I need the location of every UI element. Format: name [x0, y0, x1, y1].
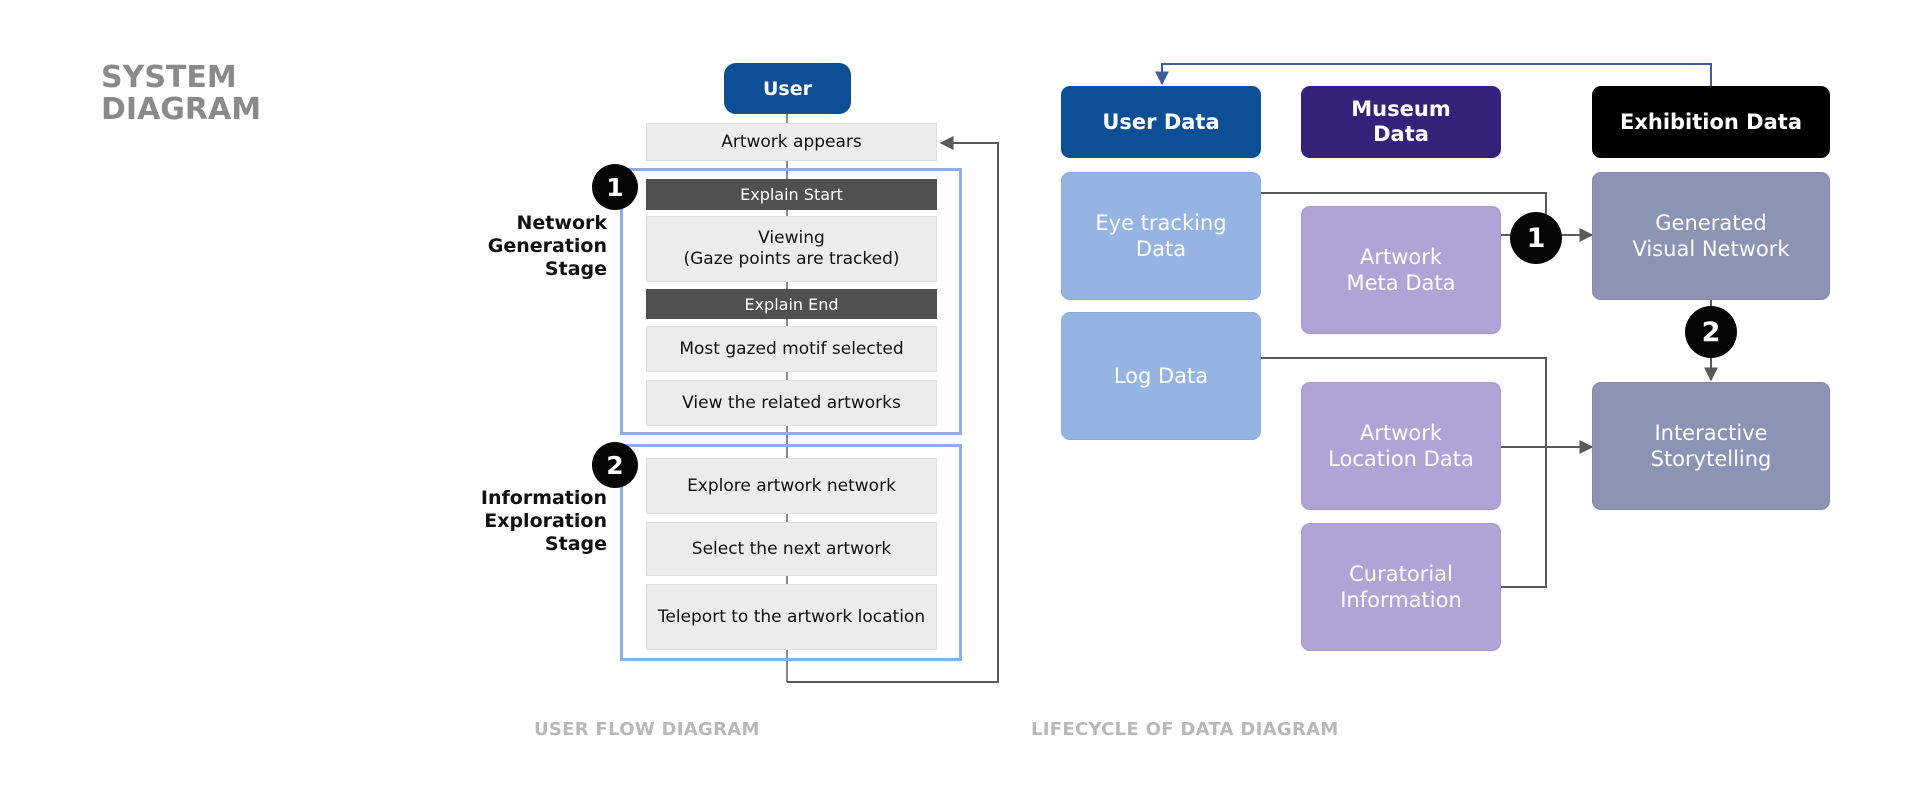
step-select-next: Select the next artwork — [646, 522, 937, 576]
header-museum-line: Museum — [1351, 97, 1451, 121]
node-text: Interactive — [1654, 421, 1768, 445]
node-text: Log Data — [1113, 364, 1209, 388]
log-curatorial-bracket — [1261, 357, 1547, 588]
node-text: Artwork — [1359, 421, 1443, 445]
stage-1-badge: 1 — [592, 164, 638, 210]
title-line-1: SYSTEM — [101, 60, 237, 95]
node-log-data: Log Data — [1061, 312, 1261, 440]
step-artwork-appears: Artwork appears — [646, 123, 937, 161]
header-museum-data: Museum Data — [1301, 86, 1501, 158]
lifecycle-badge-2: 2 — [1685, 306, 1737, 358]
node-generated-network: Generated Visual Network — [1592, 172, 1830, 300]
user-pill: User — [724, 63, 851, 114]
stage-2-label-line: Stage — [544, 533, 607, 555]
node-text: Storytelling — [1650, 447, 1772, 471]
stage-2-label-line: Exploration — [484, 510, 607, 532]
node-artwork-meta: Artwork Meta Data — [1301, 206, 1501, 334]
stage-2-label-line: Information — [480, 487, 607, 509]
step-viewing-line: (Gaze points are tracked) — [683, 249, 900, 269]
stage-1-label-line: Stage — [544, 258, 607, 280]
title-line-2: DIAGRAM — [101, 92, 262, 127]
node-text: Eye tracking — [1095, 211, 1227, 235]
stage-2-badge: 2 — [592, 442, 638, 488]
step-view-related: View the related artworks — [646, 380, 937, 426]
node-text: Location Data — [1328, 447, 1474, 471]
node-curatorial: Curatorial Information — [1301, 523, 1501, 651]
feedback-arrow — [1155, 63, 1712, 86]
node-text: Meta Data — [1346, 271, 1456, 295]
step-viewing-line: Viewing — [758, 228, 825, 248]
step-most-gazed: Most gazed motif selected — [646, 326, 937, 372]
step-explore-network: Explore artwork network — [646, 458, 937, 514]
caption-lifecycle: LIFECYCLE OF DATA DIAGRAM — [1031, 719, 1339, 740]
stage-1-box — [620, 168, 962, 435]
header-exhibition-data: Exhibition Data — [1592, 86, 1830, 158]
node-storytelling: Interactive Storytelling — [1592, 382, 1830, 510]
diagram-title: SYSTEM DIAGRAM — [101, 62, 401, 126]
node-text: Artwork — [1359, 245, 1443, 269]
node-text: Information — [1340, 588, 1462, 612]
node-text: Visual Network — [1632, 237, 1790, 261]
node-text: Generated — [1655, 211, 1767, 235]
stage-1-label: Network Generation Stage — [440, 212, 607, 281]
loop-back-arrow — [787, 136, 999, 683]
stage-2-label: Information Exploration Stage — [440, 487, 607, 556]
node-artwork-location: Artwork Location Data — [1301, 382, 1501, 510]
step-explain-end: Explain End — [646, 289, 937, 319]
stage-1-label-line: Network — [516, 212, 607, 234]
node-eye-tracking: Eye tracking Data — [1061, 172, 1261, 300]
lifecycle-badge-1: 1 — [1510, 212, 1562, 264]
step-teleport: Teleport to the artwork location — [646, 584, 937, 650]
stage-2-box — [620, 444, 962, 661]
step-explain-start: Explain Start — [646, 179, 937, 210]
header-museum-line: Data — [1373, 122, 1429, 146]
step-viewing: Viewing (Gaze points are tracked) — [646, 216, 937, 282]
stage-1-label-line: Generation — [487, 235, 607, 257]
header-user-data: User Data — [1061, 86, 1261, 158]
node-text: Curatorial — [1349, 562, 1453, 586]
node-text: Data — [1135, 237, 1187, 261]
caption-user-flow: USER FLOW DIAGRAM — [534, 719, 760, 740]
